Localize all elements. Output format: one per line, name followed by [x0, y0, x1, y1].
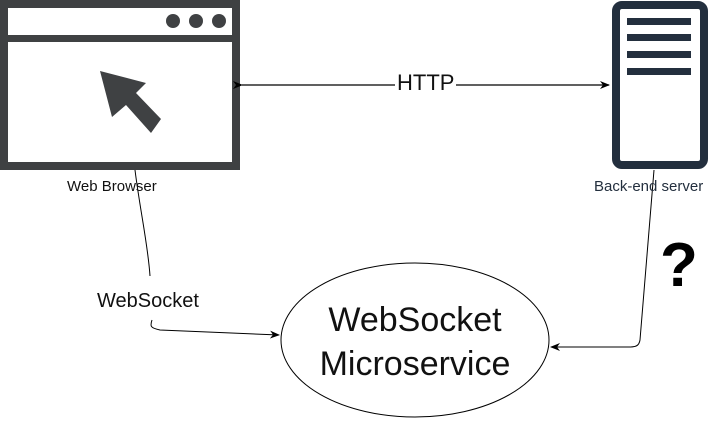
websocket-edge-upper — [134, 169, 151, 277]
cursor-arrow-icon — [100, 71, 161, 133]
microservice-label-line1: WebSocket — [328, 301, 502, 339]
microservice-node — [280, 262, 550, 418]
server-label: Back-end server — [594, 178, 704, 195]
question-mark-icon: ? — [660, 231, 698, 300]
http-edge-label: HTTP — [395, 70, 457, 96]
browser-window-icon — [0, 0, 240, 170]
websocket-edge-lower — [150, 319, 280, 339]
server-to-service-edge — [550, 169, 655, 351]
server-icon — [612, 1, 708, 169]
microservice-label: WebSocket Microservice — [290, 298, 540, 386]
websocket-edge-label: WebSocket — [97, 290, 199, 312]
browser-label: Web Browser — [67, 178, 157, 195]
microservice-label-line2: Microservice — [319, 345, 511, 383]
